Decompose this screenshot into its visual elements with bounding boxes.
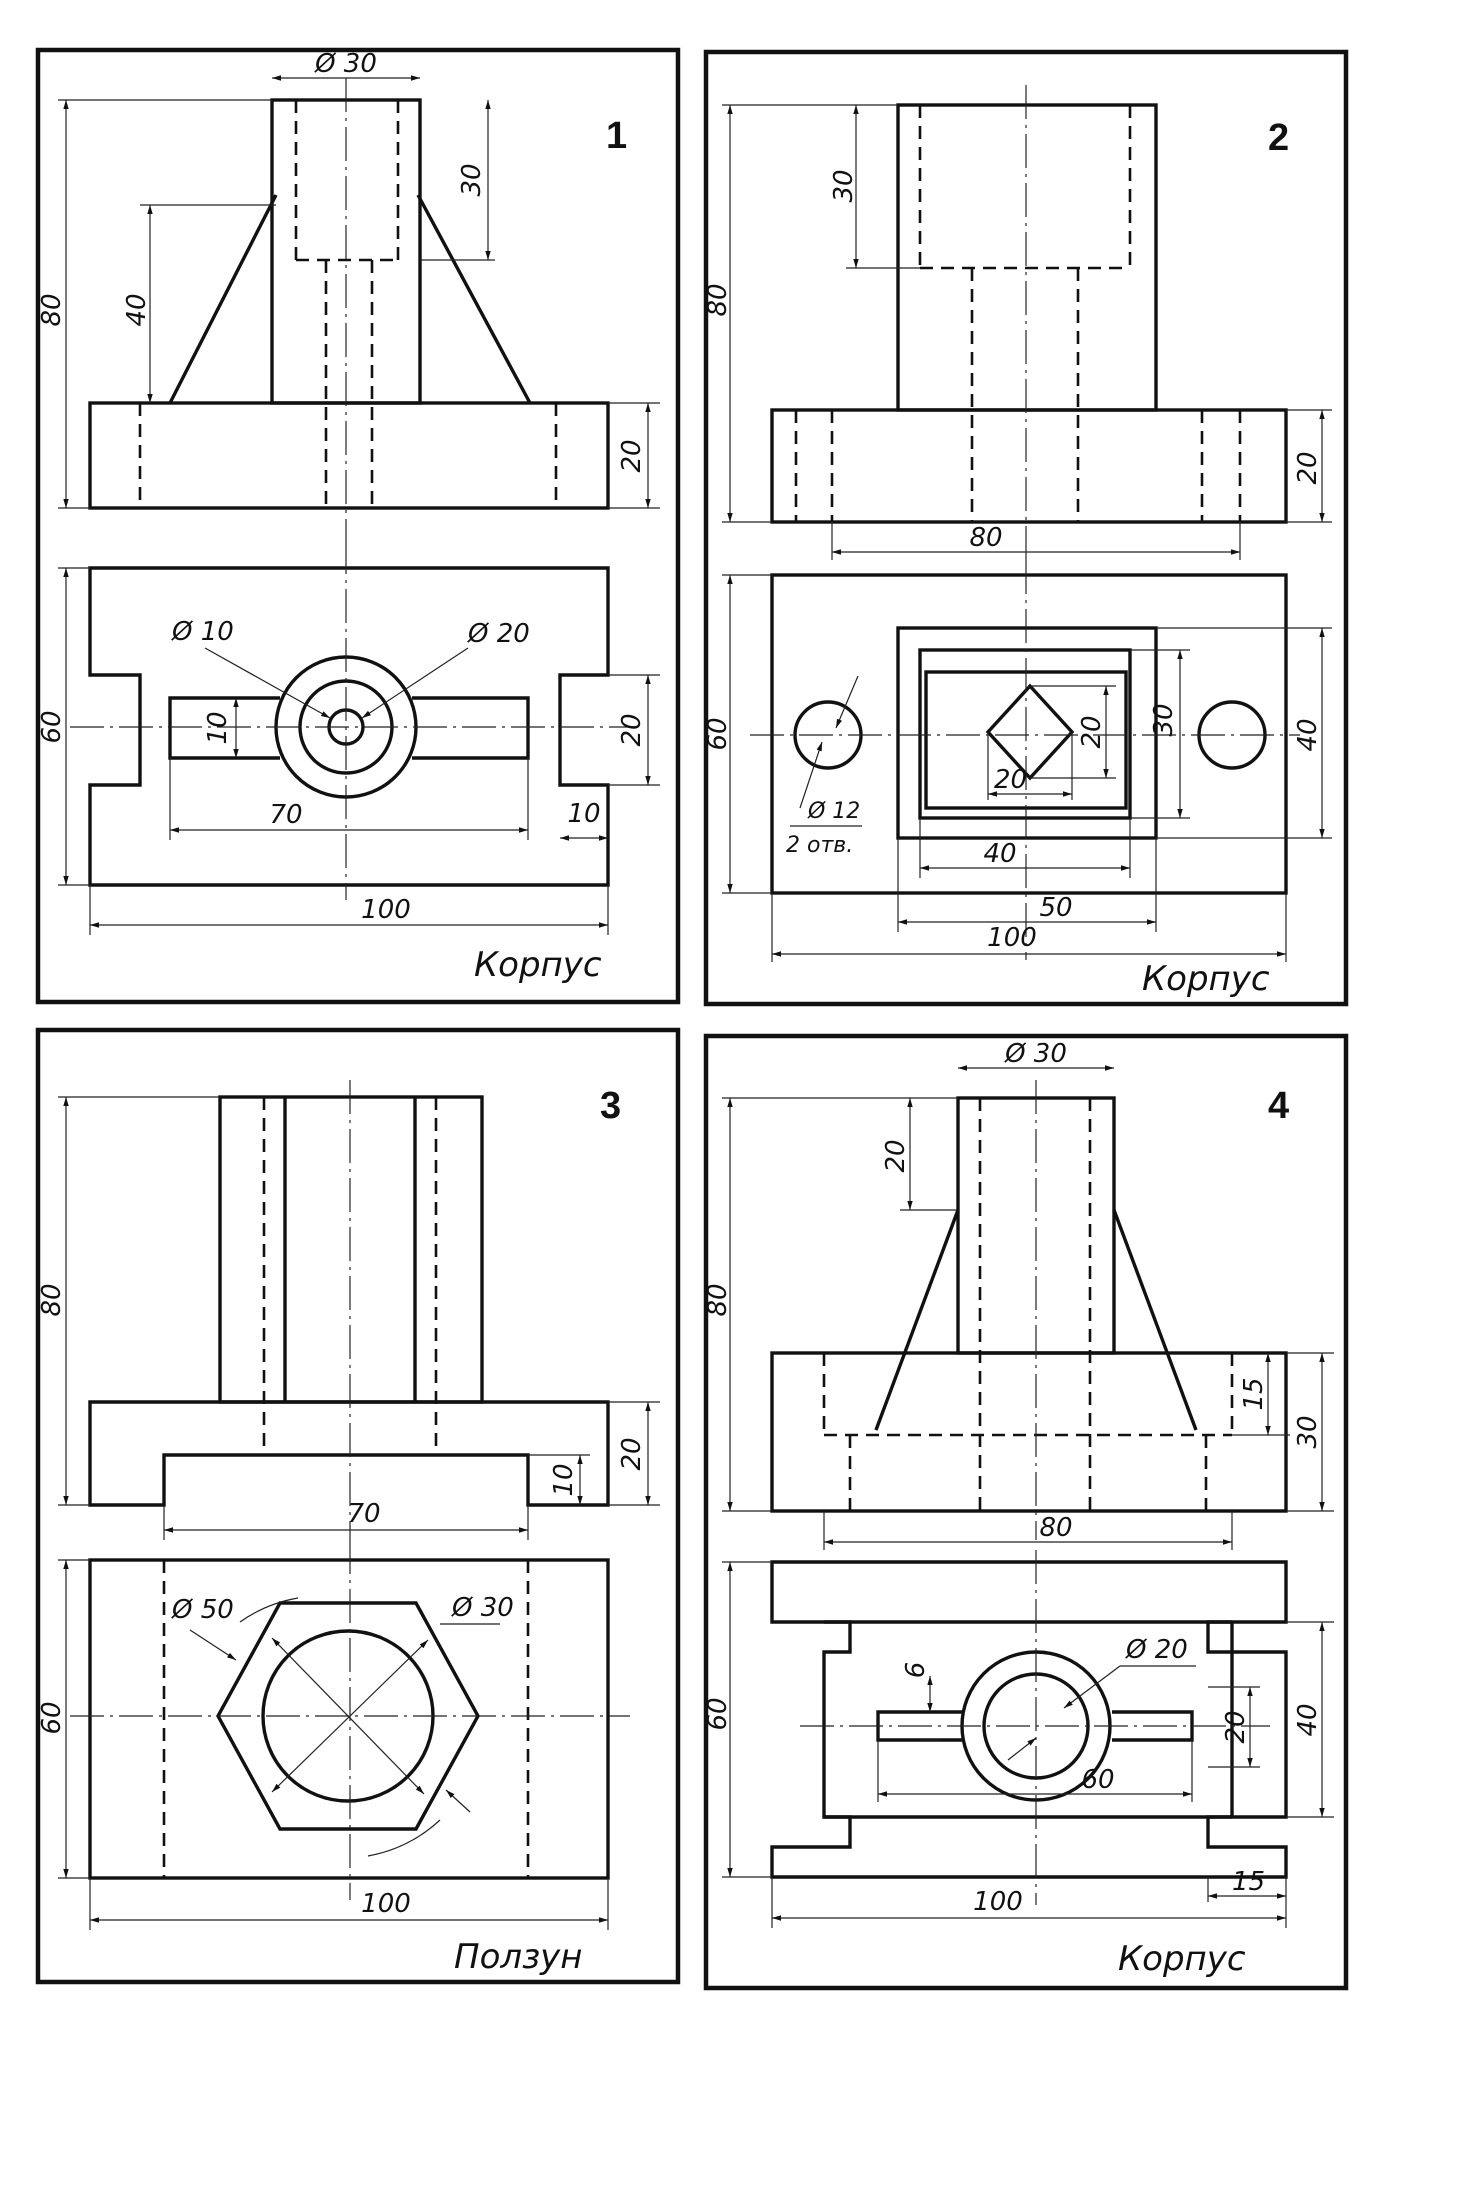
panel-4-dim-80-width: 80 — [1039, 1513, 1072, 1543]
panel-1-number: 1 — [606, 115, 627, 157]
panel-2: 2 80 30 20 — [703, 49, 1349, 1007]
panel-1-dim-20-base: 20 — [617, 439, 647, 472]
panel-2-title: Корпус — [1142, 959, 1270, 999]
panel-1-dim-80: 80 — [37, 293, 67, 326]
panel-4-dim-30: 30 — [1293, 1415, 1323, 1448]
panel-2-dim-30: 30 — [829, 169, 859, 202]
panel-1-dim-d30: Ø 30 — [314, 49, 377, 79]
panel-4-frame — [703, 1033, 1349, 1991]
panel-4: 4 Ø 30 80 20 15 — [703, 1033, 1349, 1991]
panel-3-number: 3 — [600, 1085, 621, 1127]
panel-1-dim-10: 10 — [203, 711, 233, 744]
panel-4-title: Корпус — [1118, 1939, 1246, 1979]
panel-4-number: 4 — [1268, 1085, 1289, 1127]
panel-3-front-view: 80 20 10 70 — [37, 1080, 660, 1540]
panel-4-dim-100: 100 — [973, 1887, 1023, 1917]
panel-1-front-view: 80 Ø 30 30 40 20 — [37, 49, 660, 540]
panel-1-dim-70: 70 — [269, 800, 302, 830]
panel-3: 3 80 20 10 70 — [35, 1027, 681, 1985]
panel-1-top-view: 60 10 20 70 10 100 Ø 10 Ø 20 — [37, 540, 660, 935]
panel-2-dim-20-square: 20 — [994, 765, 1027, 795]
panel-3-top-view: Ø 50 Ø 30 60 100 — [37, 1540, 630, 1930]
panel-3-dim-80: 80 — [37, 1283, 67, 1316]
panel-2-dim-40: 40 — [1293, 718, 1323, 751]
panel-1-title: Корпус — [474, 945, 602, 985]
panel-2-dim-60: 60 — [703, 717, 733, 750]
panel-2-dim-20-vertical: 20 — [1077, 715, 1107, 748]
panel-4-dim-20: 20 — [881, 1139, 911, 1172]
panel-1: 1 80 Ø 30 30 40 — [35, 47, 681, 1005]
panel-2-dim-100: 100 — [987, 923, 1037, 953]
panel-1-frame — [35, 47, 681, 1005]
panel-4-front-view: Ø 30 80 20 15 30 80 — [703, 1039, 1334, 1550]
panel-1-dim-30: 30 — [457, 163, 487, 196]
panel-3-dim-70: 70 — [347, 1499, 380, 1529]
panel-4-dim-d20: Ø 20 — [1125, 1635, 1188, 1665]
panel-2-number: 2 — [1268, 117, 1289, 159]
panel-2-top-view: 60 Ø 12 2 отв. 20 20 30 40 40 — [703, 560, 1332, 962]
panel-1-dim-100: 100 — [361, 895, 411, 925]
panel-2-frame — [703, 49, 1349, 1007]
panel-4-dim-6: 6 — [901, 1662, 931, 1679]
panel-1-dim-20: 20 — [617, 713, 647, 746]
panel-2-dim-80-width: 80 — [969, 523, 1002, 553]
panel-4-top-view: Ø 20 6 20 40 60 60 100 — [703, 1550, 1334, 1928]
panel-4-dim-15-width: 15 — [1232, 1867, 1265, 1897]
panel-3-dim-60: 60 — [37, 1701, 67, 1734]
panel-4-dim-40: 40 — [1293, 1703, 1323, 1736]
panel-3-dim-20: 20 — [617, 1437, 647, 1470]
panel-1-dim-40: 40 — [122, 293, 152, 326]
panel-3-dim-10: 10 — [549, 1463, 579, 1496]
panel-2-holes-note: 2 отв. — [786, 833, 853, 858]
panel-4-dim-d30: Ø 30 — [1004, 1039, 1067, 1069]
panel-4-dim-80: 80 — [703, 1283, 733, 1316]
panel-2-dim-50: 50 — [1039, 893, 1072, 923]
panel-1-dim-d10: Ø 10 — [171, 617, 234, 647]
panel-2-dim-30-inner: 30 — [1149, 703, 1179, 736]
panel-2-dim-20: 20 — [1293, 451, 1323, 484]
panel-4-dim-60-height: 60 — [703, 1697, 733, 1730]
panel-2-dim-80: 80 — [703, 283, 733, 316]
panel-1-dim-10b: 10 — [567, 799, 600, 829]
panel-4-dim-20-slot: 20 — [1221, 1710, 1251, 1743]
panel-3-dim-d30: Ø 30 — [451, 1593, 514, 1623]
panel-1-dim-60: 60 — [37, 710, 67, 743]
panel-3-frame — [35, 1027, 681, 1985]
panel-2-front-view: 80 30 20 80 — [703, 85, 1332, 560]
panel-2-dim-40-width: 40 — [983, 839, 1016, 869]
panel-4-dim-15: 15 — [1239, 1377, 1269, 1410]
panel-3-title: Ползун — [454, 1937, 583, 1977]
panel-3-dim-d50: Ø 50 — [171, 1595, 234, 1625]
panel-4-dim-60: 60 — [1081, 1765, 1114, 1795]
panel-2-dim-d12: Ø 12 — [807, 799, 860, 824]
panel-3-dim-100: 100 — [361, 1889, 411, 1919]
panel-1-dim-d20: Ø 20 — [467, 619, 530, 649]
